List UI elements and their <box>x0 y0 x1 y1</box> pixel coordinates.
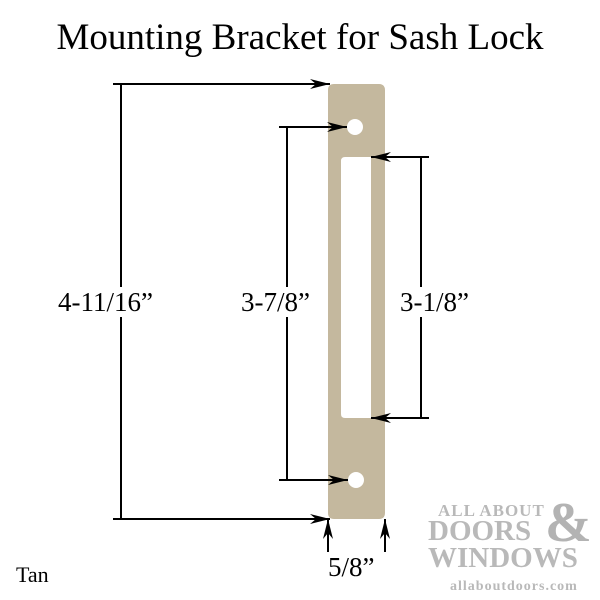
slot-length-label: 3-1/8” <box>400 287 469 317</box>
color-label: Tan <box>16 562 49 587</box>
diagram-title: Mounting Bracket for Sash Lock <box>56 17 544 58</box>
overall-length-label: 4-11/16” <box>58 287 153 317</box>
width-dimension <box>323 519 390 552</box>
logo-line-doors: DOORS <box>428 515 532 547</box>
logo-url: allaboutdoors.com <box>450 579 578 594</box>
width-label: 5/8” <box>328 552 375 582</box>
hole-spacing-label: 3-7/8” <box>241 287 310 317</box>
mounting-bracket <box>328 84 385 519</box>
logo-ampersand: & <box>545 492 592 554</box>
logo-line-all-about: ALL ABOUT <box>438 501 545 520</box>
logo-line-windows: WINDOWS <box>428 542 578 574</box>
